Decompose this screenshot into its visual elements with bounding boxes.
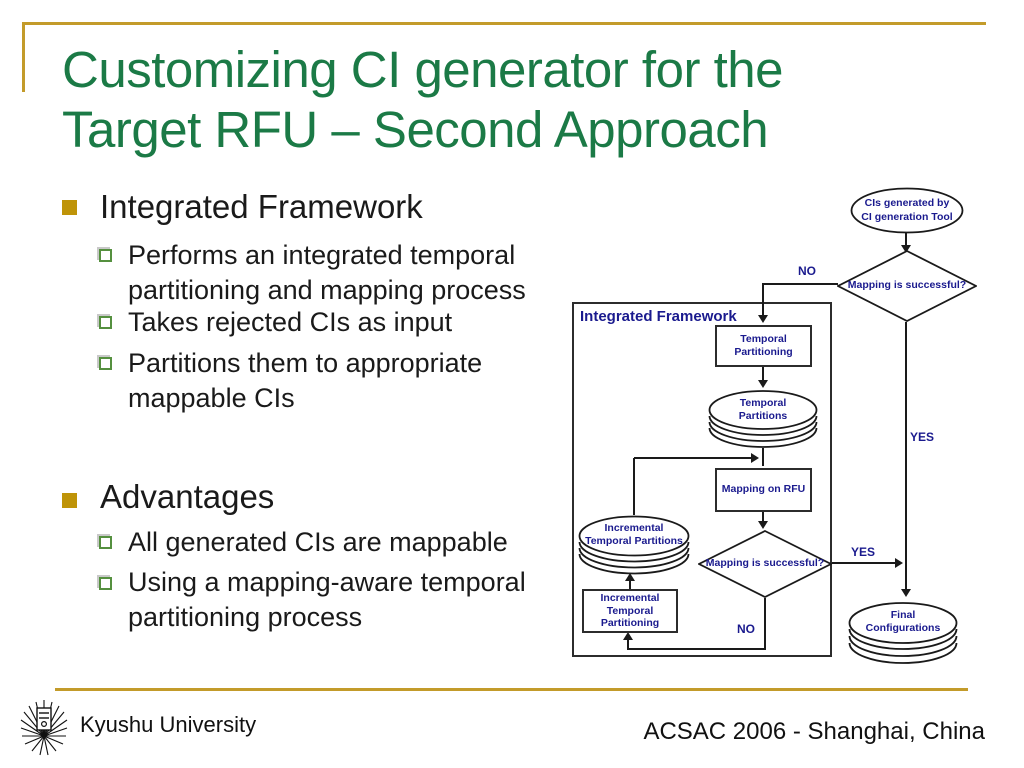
arrowhead-down — [758, 380, 768, 388]
node-mapping-on-rfu-label: Mapping on RFU — [721, 483, 806, 496]
bullet-1-sub-1: Performs an integrated temporal partitio… — [128, 240, 526, 305]
connector-line — [634, 457, 752, 459]
top-rule — [23, 22, 986, 25]
arrowhead-up — [625, 573, 635, 581]
bullet-2-label: Advantages — [100, 478, 275, 515]
node-decision-inner-label: Mapping is successful? — [705, 557, 825, 570]
node-temporal-partitions-label: Temporal Partitions — [738, 397, 788, 423]
edge-label-no-inner: NO — [737, 622, 755, 636]
node-decision-top-label: Mapping is successful? — [847, 279, 967, 292]
footer-organization: Kyushu University — [80, 712, 257, 737]
node-decision-top: Mapping is successful? — [837, 250, 977, 322]
connector-line — [764, 598, 766, 650]
connector-line — [762, 283, 764, 316]
edge-label-yes-top: YES — [910, 430, 935, 444]
node-decision-inner: Mapping is successful? — [698, 530, 832, 598]
node-final-configurations-label: Final Configurations — [865, 609, 941, 635]
node-cis-generated-label: CIs generated by CI generation Tool — [861, 197, 953, 223]
bullet-square — [62, 493, 77, 508]
arrowhead-down — [901, 589, 911, 597]
sub-bullet-square — [99, 249, 112, 262]
bullet-1-sub-3: Partitions them to appropriate mappable … — [128, 348, 483, 413]
bullet-2-sub-1: All generated CIs are mappable — [128, 527, 508, 557]
node-final-configurations: Final Configurations — [848, 602, 958, 664]
footer-conference: ACSAC 2006 - Shanghai, China — [643, 718, 985, 745]
arrowhead-down — [758, 521, 768, 529]
node-incremental-partitioning-label: Incremental Temporal Partitioning — [600, 592, 660, 630]
integrated-framework-container: Integrated Framework — [572, 302, 832, 657]
sub-bullet-square — [99, 357, 112, 370]
node-temporal-partitioning-label: Temporal Partitioning — [734, 332, 793, 358]
footer-rule — [55, 688, 968, 691]
bullet-2-sub-2: Using a mapping-aware temporal partition… — [128, 567, 526, 632]
connector-line — [763, 283, 838, 285]
bullet-1-sub-2: Takes rejected CIs as input — [128, 307, 453, 337]
node-mapping-on-rfu: Mapping on RFU — [715, 468, 812, 512]
node-incremental-partitioning: Incremental Temporal Partitioning — [582, 589, 678, 633]
node-incremental-partitions-label: Incremental Temporal Partitions — [585, 522, 683, 548]
sub-bullet-square — [99, 316, 112, 329]
edge-label-no-top: NO — [798, 264, 816, 278]
node-temporal-partitions: Temporal Partitions — [708, 390, 818, 448]
slide-title: Customizing CI generator for the Target … — [62, 41, 784, 159]
arrowhead-down — [758, 315, 768, 323]
sub-bullet-square — [99, 577, 112, 590]
bullet-1-label: Integrated Framework — [100, 188, 423, 225]
integrated-framework-container-label: Integrated Framework — [580, 308, 737, 325]
arrowhead-right — [751, 453, 759, 463]
connector-line — [629, 580, 631, 589]
edge-label-yes-inner: YES — [851, 545, 876, 559]
node-temporal-partitioning: Temporal Partitioning — [715, 325, 812, 367]
kyushu-university-logo-icon — [20, 698, 68, 758]
node-incremental-partitions: Incremental Temporal Partitions — [578, 515, 690, 575]
connector-line — [762, 512, 764, 522]
connector-line — [633, 458, 635, 515]
connector-line — [762, 448, 764, 466]
arrowhead-down — [901, 245, 911, 253]
connector-line — [905, 233, 907, 246]
connector-line — [905, 322, 907, 590]
arrowhead-right — [895, 558, 903, 568]
connector-line — [628, 648, 766, 650]
connector-line — [762, 367, 764, 381]
node-cis-generated: CIs generated by CI generation Tool — [850, 187, 964, 234]
bullet-square — [62, 200, 77, 215]
sub-bullet-square — [99, 536, 112, 549]
connector-line — [627, 640, 629, 650]
connector-line — [832, 562, 896, 564]
title-left-rule — [22, 22, 25, 92]
arrowhead-up — [623, 632, 633, 640]
